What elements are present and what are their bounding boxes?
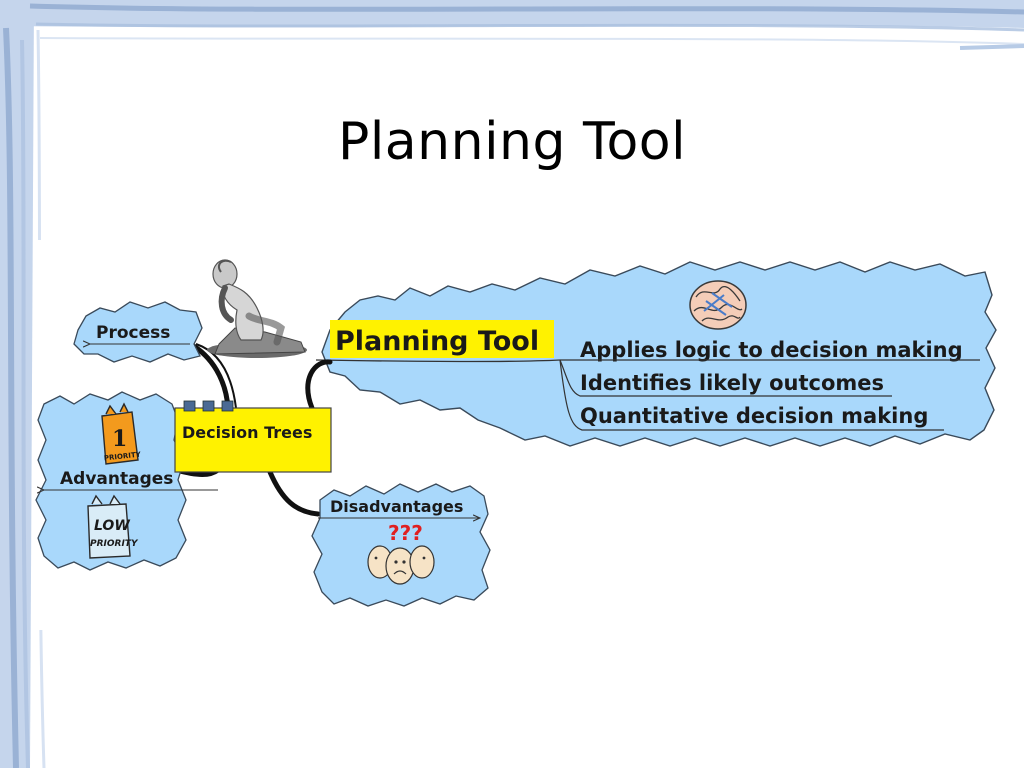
- disadvantages-cloud-shape: [311, 483, 491, 607]
- planning-tool-cloud-shape: [321, 261, 997, 447]
- planning-tool-cloud: Planning Tool Applies logic to decision …: [315, 261, 997, 447]
- process-cloud-shape: [73, 301, 203, 363]
- decision-trees-node: Decision Trees: [174, 400, 332, 473]
- node-handle: [221, 400, 234, 412]
- brain-icon: [689, 280, 747, 330]
- confused-faces-icon: ???: [367, 521, 435, 585]
- low-priority-line2: PRIORITY: [90, 539, 139, 549]
- advantages-label: Advantages: [60, 469, 173, 489]
- priority-badge-icon: 1 PRIORITY: [101, 402, 142, 465]
- disadvantages-node: Disadvantages ???: [311, 483, 491, 607]
- planning-tool-label: Planning Tool: [335, 326, 539, 357]
- priority-badge-text: PRIORITY: [104, 451, 142, 463]
- disadvantages-label: Disadvantages: [330, 497, 463, 516]
- planning-tool-highlight: [330, 320, 554, 358]
- low-priority-badge-icon: LOW PRIORITY: [87, 494, 139, 559]
- planning-point-2: Identifies likely outcomes: [580, 371, 884, 395]
- planning-point-3: Quantitative decision making: [580, 404, 928, 428]
- process-node: Process: [73, 301, 203, 363]
- node-handle: [202, 400, 215, 412]
- priority-badge-number: 1: [112, 426, 127, 452]
- low-priority-line1: LOW: [94, 518, 130, 534]
- decision-trees-box: [174, 407, 332, 473]
- advantages-node: Advantages 1 PRIORITY LOW PRIORITY: [35, 391, 218, 571]
- advantages-cloud-shape: [35, 391, 187, 571]
- slide-title: Planning Tool: [337, 112, 687, 172]
- process-label: Process: [96, 323, 170, 343]
- node-handle: [183, 400, 196, 412]
- question-marks: ???: [388, 521, 423, 545]
- planning-point-1: Applies logic to decision making: [580, 338, 963, 362]
- thinker-statue-illustration: [207, 259, 307, 358]
- decision-trees-label: Decision Trees: [182, 423, 312, 442]
